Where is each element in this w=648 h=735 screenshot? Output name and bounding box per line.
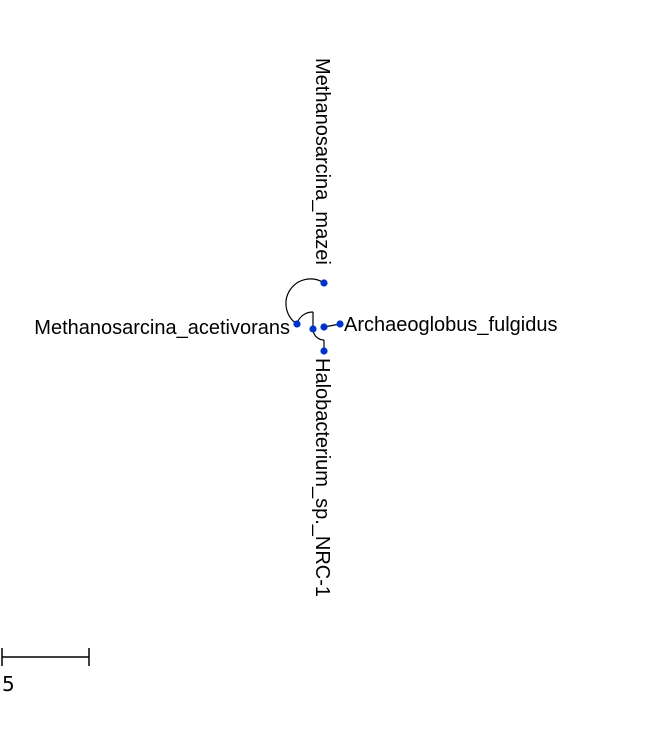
leaf-node-halobacterium[interactable] [320, 347, 328, 355]
tree-branches [285, 278, 341, 351]
leaf-node-archaeoglobus[interactable] [336, 320, 344, 328]
scale-bar-label: 5 [2, 672, 15, 696]
leaf-node-acetivorans[interactable] [293, 320, 301, 328]
leaf-label-halobacterium-sp-nrc-1: Halobacterium_sp._NRC-1 [311, 358, 333, 597]
leaf-label-methanosarcina-mazei: Methanosarcina_mazei [311, 58, 333, 265]
branch-arc-mazei-acetivorans [285, 278, 325, 325]
leaf-label-archaeoglobus-fulgidus: Archaeoglobus_fulgidus [344, 314, 558, 336]
internal-node-2[interactable] [320, 323, 328, 331]
tree-nodes [293, 279, 344, 355]
leaf-node-mazei[interactable] [320, 279, 328, 287]
internal-node-1[interactable] [309, 325, 317, 333]
leaf-label-methanosarcina-acetivorans: Methanosarcina_acetivorans [34, 317, 290, 339]
scale-bar: 5 [1, 648, 90, 696]
